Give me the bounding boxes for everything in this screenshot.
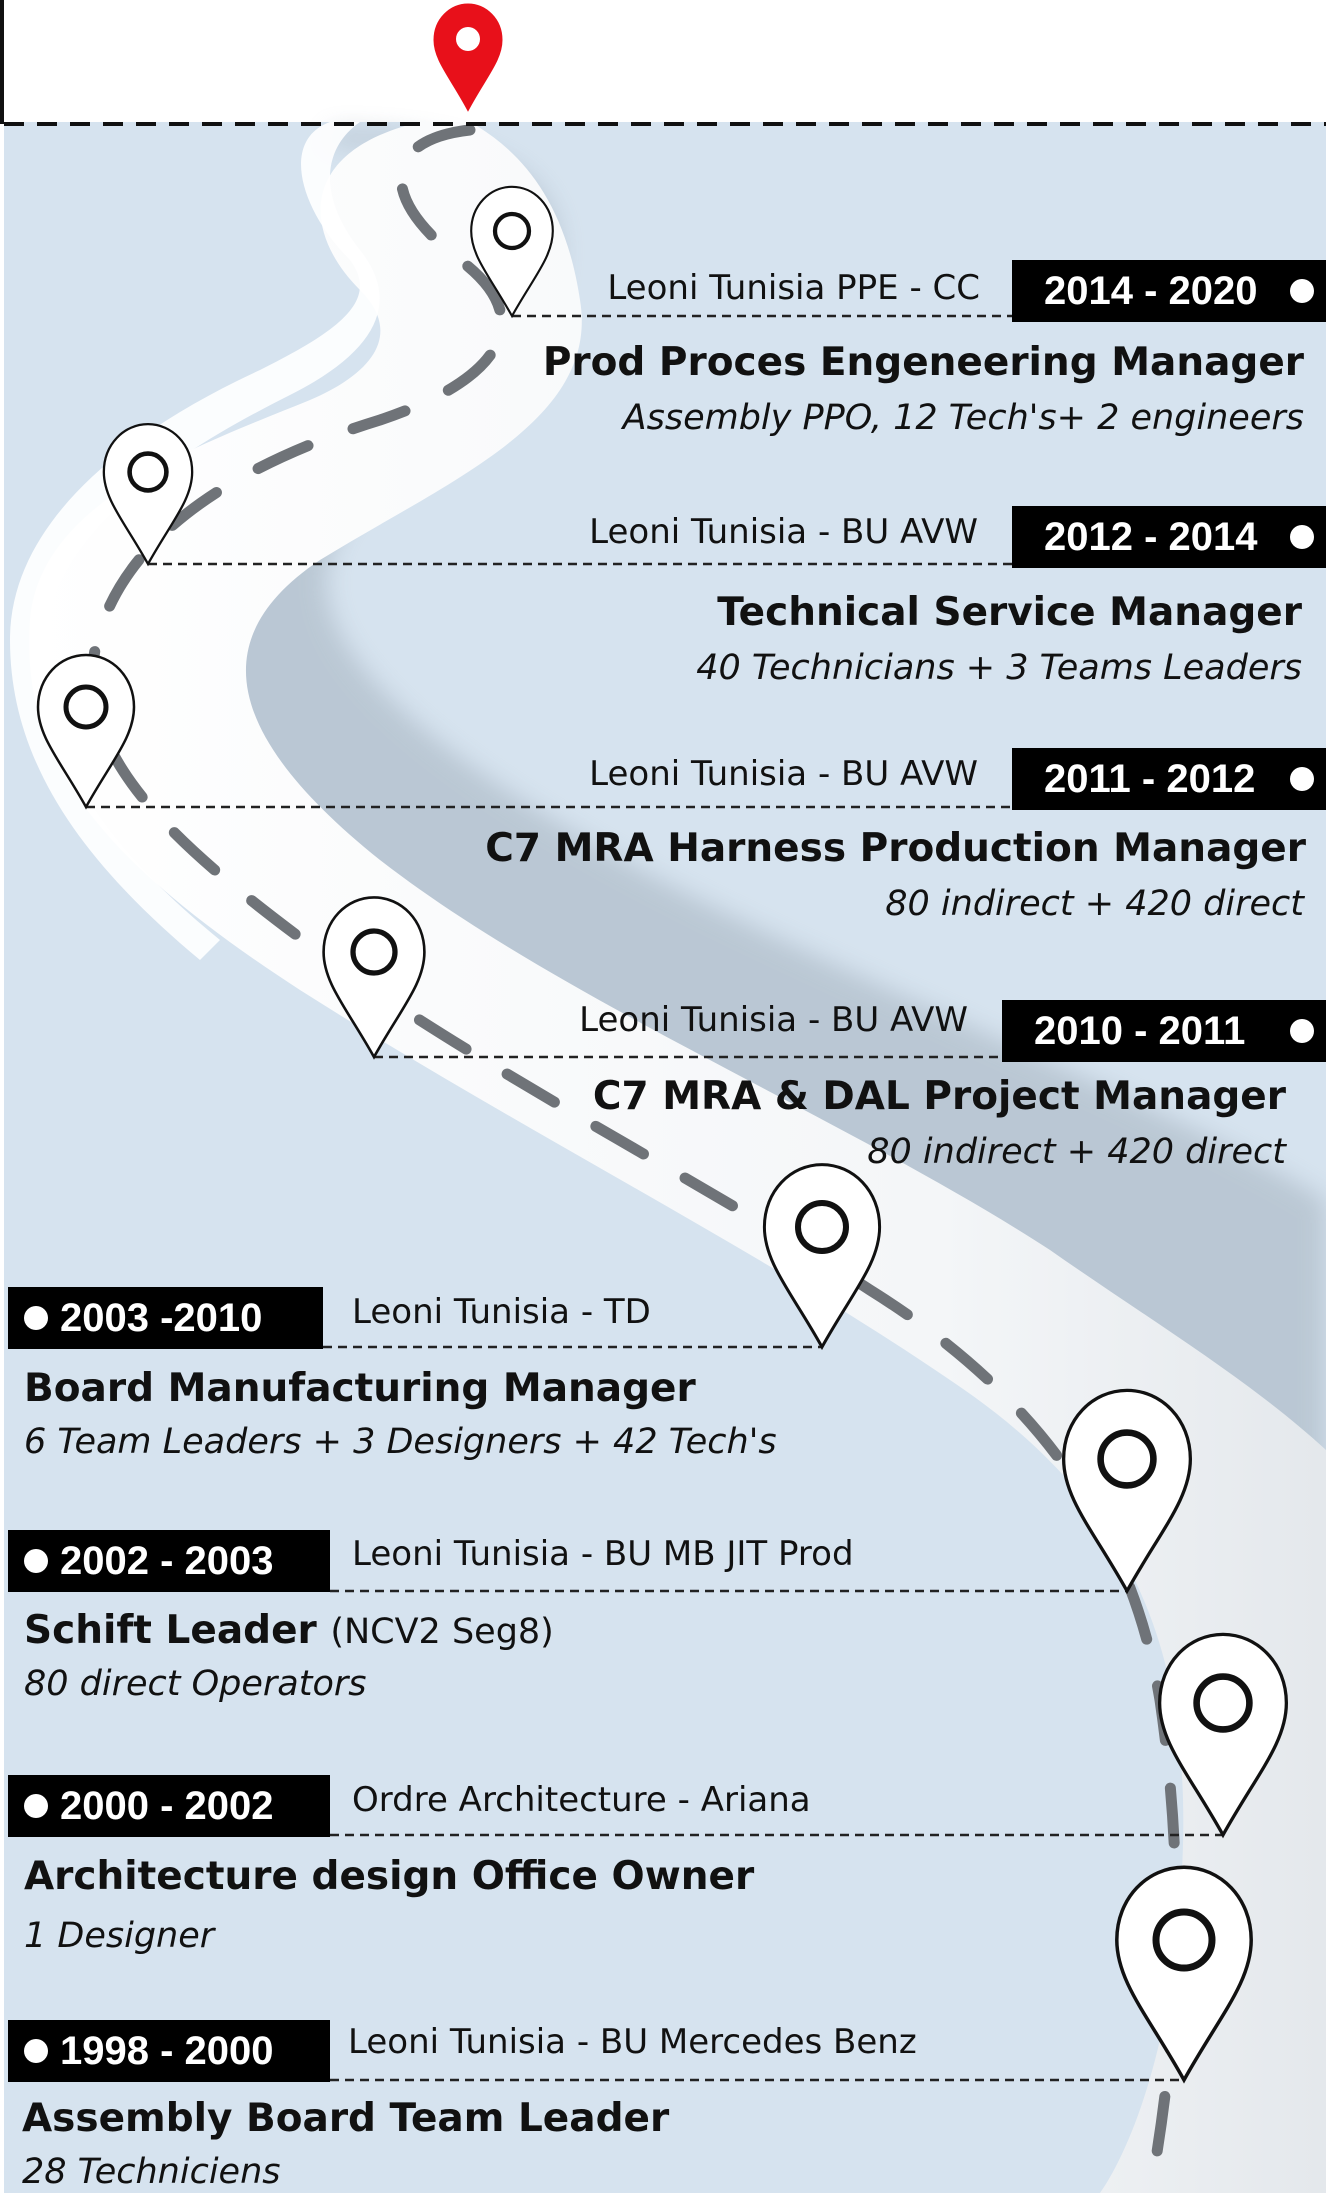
job-title-note: (NCV2 Seg8) <box>330 1612 554 1652</box>
pin-7-icon <box>1157 1632 1289 1839</box>
bullet-icon <box>24 1549 48 1573</box>
job-title-5: Board Manufacturing Manager <box>24 1366 696 1411</box>
year-range: 2011 - 2012 <box>1044 757 1256 801</box>
year-range: 2014 - 2020 <box>1044 269 1258 313</box>
leader-lines <box>86 314 1223 2082</box>
pin-5-icon <box>762 1163 882 1351</box>
bullet-icon <box>24 1306 48 1330</box>
job-title-8: Assembly Board Team Leader <box>22 2096 670 2141</box>
pin-6-icon <box>1061 1388 1193 1595</box>
bullet-icon <box>1290 1019 1314 1043</box>
company-8: Leoni Tunisia - BU Mercedes Benz <box>348 2022 917 2062</box>
year-badge-8: 1998 - 2000 <box>8 2020 330 2082</box>
road <box>29 122 1326 2193</box>
job-detail-4: 80 indirect + 420 direct <box>867 1132 1286 1172</box>
bullet-icon <box>1290 525 1314 549</box>
year-range: 2000 - 2002 <box>60 1784 274 1828</box>
pin-2-icon <box>102 423 194 567</box>
job-title-7: Architecture design Office Owner <box>24 1854 755 1899</box>
pin-1-icon <box>470 185 554 319</box>
job-title-1: Prod Proces Engeneering Manager <box>542 340 1304 385</box>
job-title-2: Technical Service Manager <box>717 590 1302 635</box>
year-badge-6: 2002 - 2003 <box>8 1530 330 1592</box>
company-3: Leoni Tunisia - BU AVW <box>589 754 978 794</box>
company-1: Leoni Tunisia PPE - CC <box>607 268 980 308</box>
job-detail-8: 28 Techniciens <box>22 2152 281 2192</box>
job-title-6: Schift Leader (NCV2 Seg8) <box>24 1608 554 1653</box>
company-7: Ordre Architecture - Ariana <box>352 1780 811 1820</box>
job-title-3: C7 MRA Harness Production Manager <box>485 826 1306 871</box>
job-detail-6: 80 direct Operators <box>24 1664 367 1704</box>
year-range: 1998 - 2000 <box>60 2029 274 2073</box>
road-shadow <box>119 130 1326 2193</box>
company-6: Leoni Tunisia - BU MB JIT Prod <box>352 1534 854 1574</box>
road-center-line <box>87 124 1182 2193</box>
year-range: 2010 - 2011 <box>1034 1009 1246 1053</box>
year-badge-5: 2003 -2010 <box>8 1287 323 1349</box>
year-badge-4: 2010 - 2011 <box>1002 1000 1326 1062</box>
job-detail-1: Assembly PPO, 12 Tech's+ 2 engineers <box>622 398 1304 438</box>
year-badge-7: 2000 - 2002 <box>8 1775 330 1837</box>
job-title-4: C7 MRA & DAL Project Manager <box>592 1074 1286 1119</box>
year-range: 2002 - 2003 <box>60 1539 274 1583</box>
red-location-pin-icon <box>430 0 506 119</box>
company-2: Leoni Tunisia - BU AVW <box>589 512 978 552</box>
bullet-icon <box>1290 767 1314 791</box>
year-badge-2: 2012 - 2014 <box>1012 506 1326 568</box>
job-detail-3: 80 indirect + 420 direct <box>885 884 1304 924</box>
year-badge-3: 2011 - 2012 <box>1012 748 1326 810</box>
company-5: Leoni Tunisia - TD <box>352 1292 651 1332</box>
job-detail-2: 40 Technicians + 3 Teams Leaders <box>696 648 1302 688</box>
pin-4-icon <box>322 896 426 1060</box>
bullet-icon <box>1290 279 1314 303</box>
bullet-icon <box>24 1794 48 1818</box>
year-range: 2012 - 2014 <box>1044 515 1258 559</box>
job-detail-7: 1 Designer <box>24 1916 215 1956</box>
pin-8-icon <box>1115 1865 1253 2084</box>
job-title-text: Schift Leader <box>24 1608 317 1653</box>
year-badge-1: 2014 - 2020 <box>1012 260 1326 322</box>
job-detail-5: 6 Team Leaders + 3 Designers + 42 Tech's <box>24 1422 777 1462</box>
bullet-icon <box>24 2039 48 2063</box>
pin-3-icon <box>36 653 136 810</box>
year-range: 2003 -2010 <box>60 1296 263 1340</box>
company-4: Leoni Tunisia - BU AVW <box>579 1000 968 1040</box>
road-edge <box>10 122 380 960</box>
